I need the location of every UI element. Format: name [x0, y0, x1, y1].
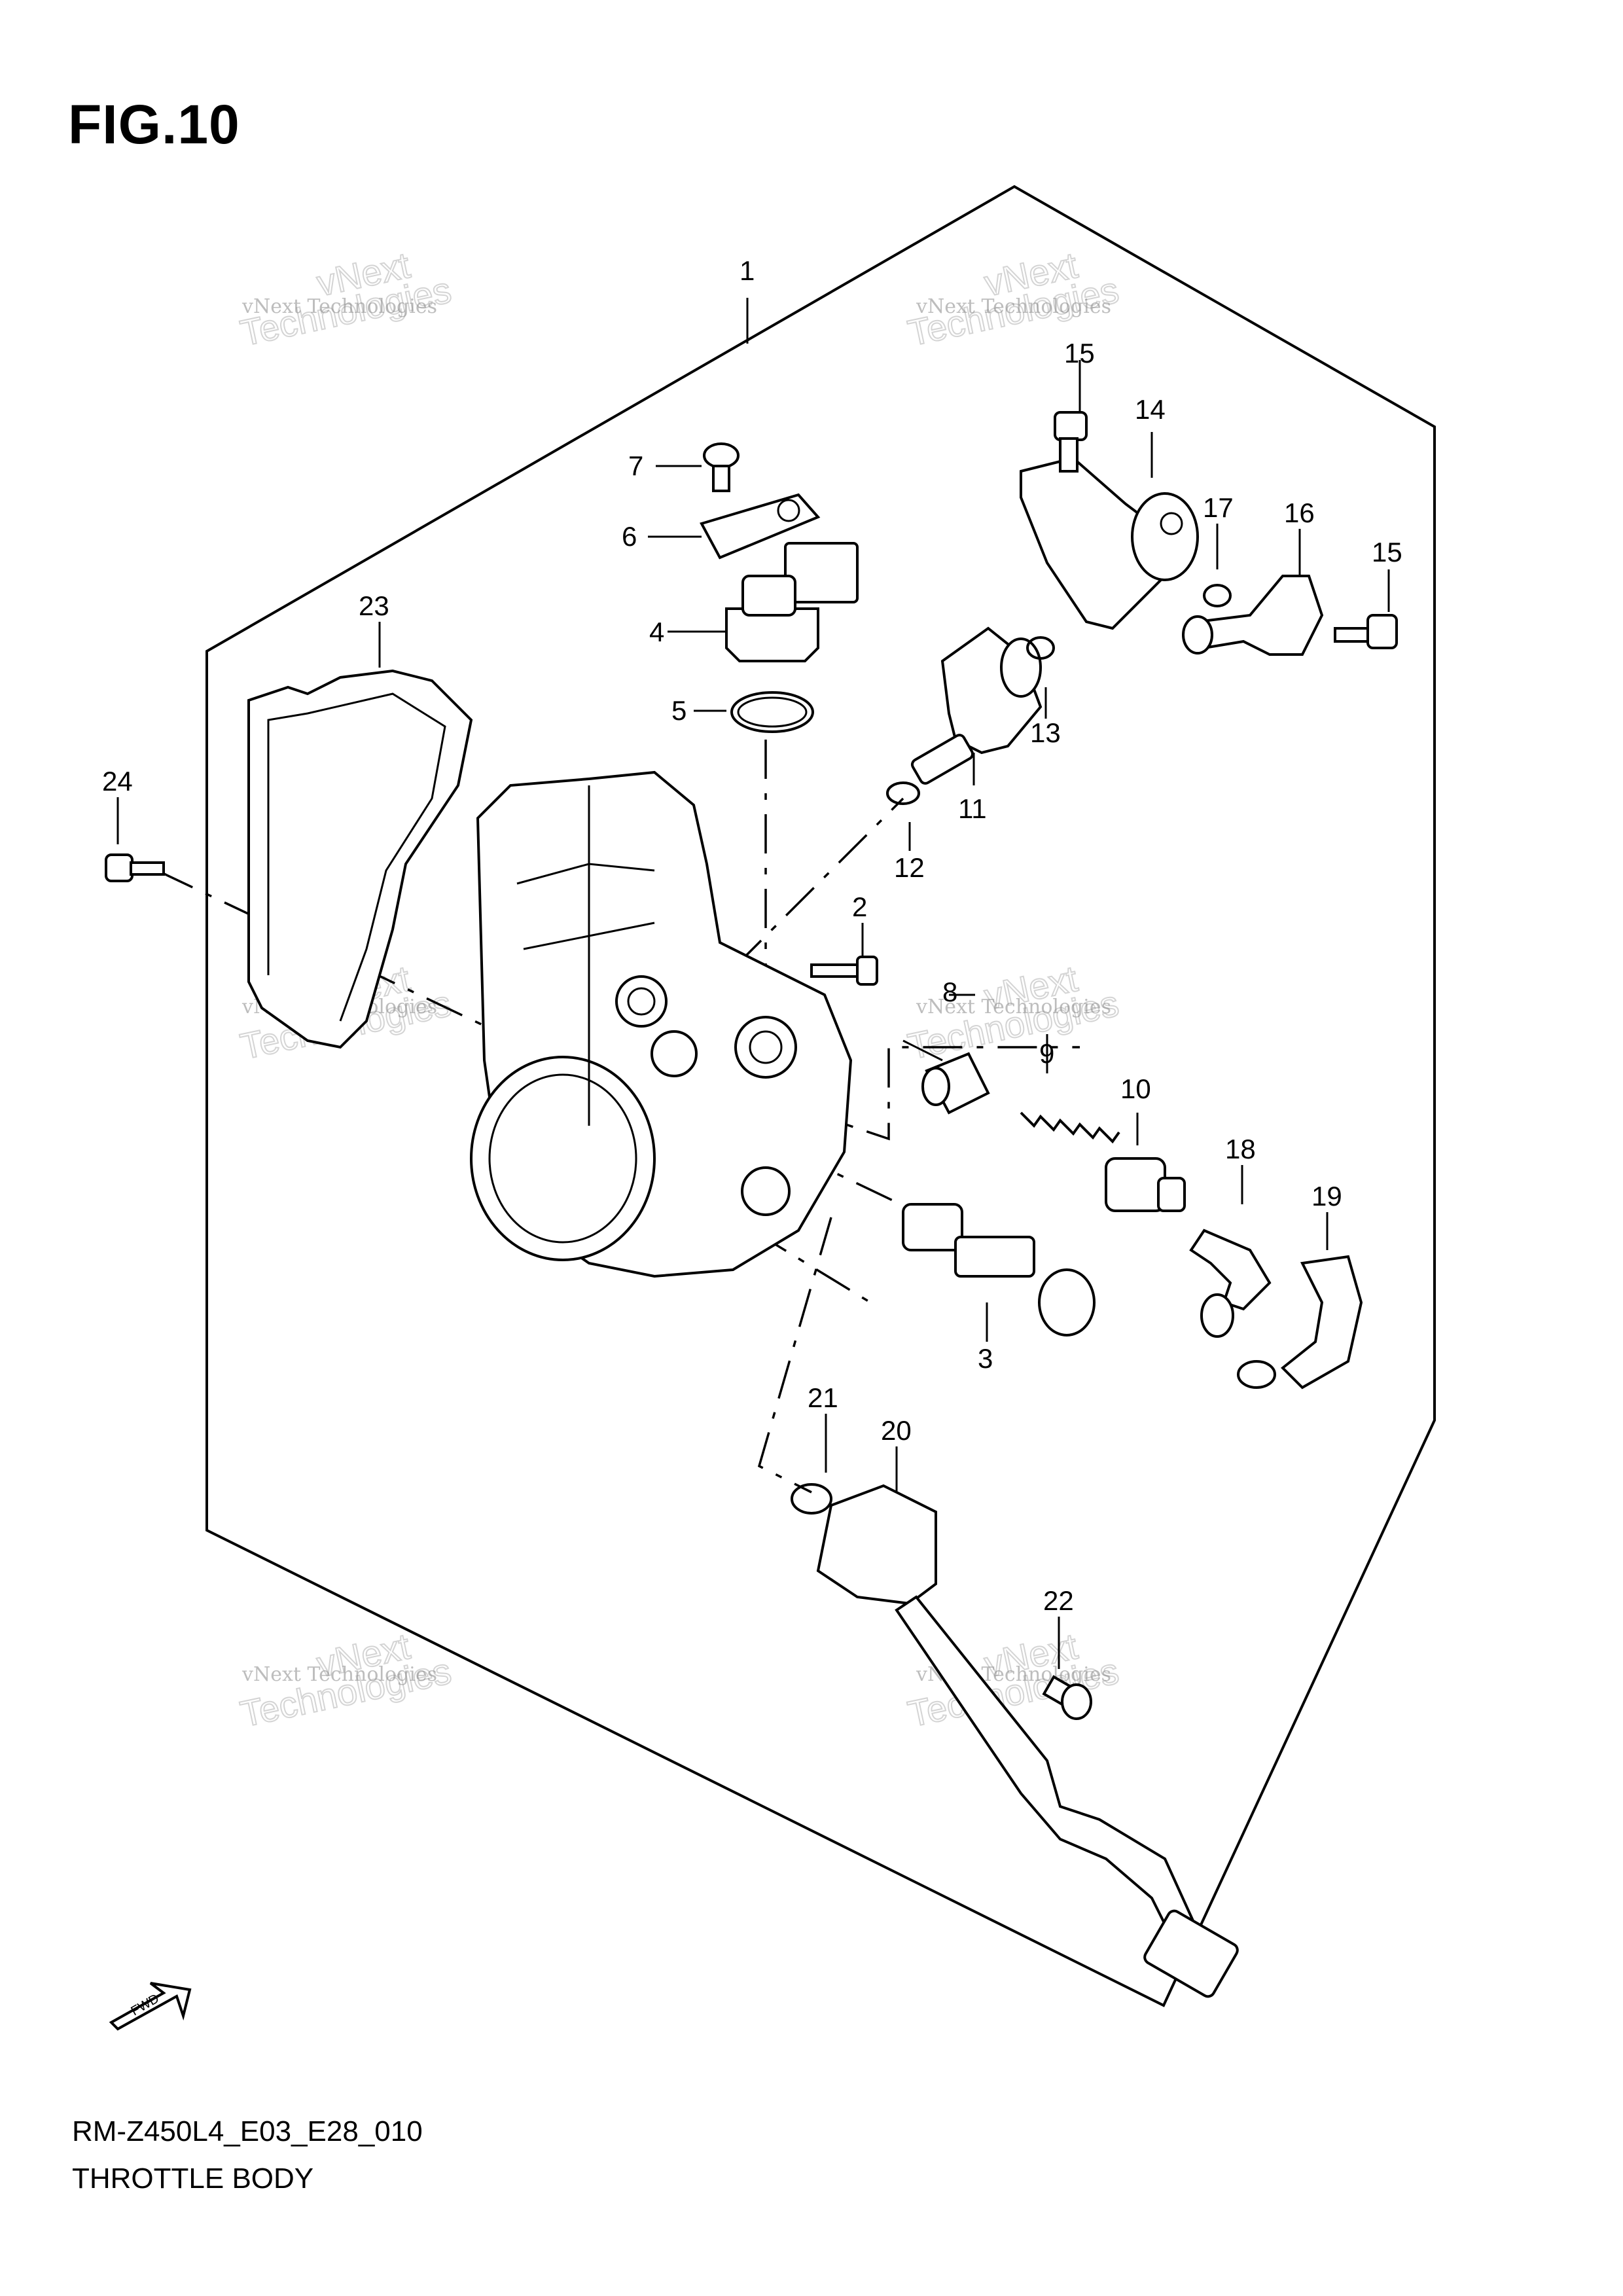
part-18-hose: [1189, 1229, 1272, 1338]
part-number-label: 4: [649, 617, 664, 647]
part-5-o-ring: [730, 691, 814, 733]
part-number-label: 8: [942, 977, 957, 1007]
part-8-plunger: [921, 1052, 990, 1115]
fwd-arrow: FWD: [109, 1982, 192, 2031]
part-10-nut: [1105, 1157, 1186, 1212]
diagram-code: RM-Z450L4_E03_E28_010: [72, 2115, 423, 2147]
part-number-label: 13: [1030, 717, 1061, 748]
part-number-label: 19: [1311, 1181, 1342, 1211]
part-number-label: 10: [1120, 1073, 1151, 1104]
part-14-pipe-bracket: [1020, 456, 1199, 630]
part-16-pipe: [1182, 575, 1324, 656]
part-4-sensor: [725, 542, 859, 662]
part-number-label: 9: [1039, 1038, 1054, 1069]
part-13-o-ring: [1026, 636, 1055, 660]
part-17-o-ring: [1203, 584, 1232, 607]
watermark-text: vNext Technologies: [241, 1663, 437, 1686]
part-23-cover: [247, 669, 473, 1049]
figure-title: FIG.10: [68, 94, 240, 155]
part-number-labels: 1 2 3 4 5 6 7 8 9 10 11 12 13 14 15 15 1…: [102, 255, 1402, 1616]
part-22-screw: [1042, 1675, 1092, 1720]
part-number-label: 12: [894, 852, 925, 883]
part-15-bolt-top: [1054, 411, 1088, 473]
part-15-bolt-right: [1334, 614, 1398, 649]
diagram-name: THROTTLE BODY: [72, 2162, 314, 2195]
part-number-label: 7: [628, 450, 643, 481]
part-number-label: 22: [1043, 1585, 1074, 1616]
part-number-label: 18: [1225, 1134, 1256, 1164]
part-number-label: 24: [102, 766, 133, 797]
part-number-label: 20: [881, 1415, 912, 1446]
part-6-plate: [700, 493, 821, 560]
part-21-o-ring: [791, 1483, 832, 1515]
part-number-label: 23: [359, 590, 389, 621]
part-11-injector: [910, 626, 1043, 785]
part-number-label: 14: [1135, 394, 1166, 425]
assembly-boundary: [205, 185, 1436, 2007]
part-24-bolt: [105, 853, 165, 882]
part-number-label: 17: [1203, 492, 1234, 523]
part-number-label: 16: [1284, 497, 1315, 528]
watermark-text: vNext Technologies: [916, 295, 1111, 318]
part-number-label: 3: [978, 1343, 993, 1374]
part-number-label: 5: [671, 695, 687, 726]
part-number-label: 15: [1064, 338, 1095, 368]
watermark-text: vNext Technologies: [241, 295, 437, 318]
part-number-label: 15: [1372, 537, 1402, 567]
part-9-spring: [1020, 1111, 1120, 1144]
watermark-text: vNext Technologies: [916, 996, 1111, 1018]
part-number-label: 6: [622, 521, 637, 552]
part-12-o-ring: [886, 781, 920, 805]
part-19-elbow-hose: [1237, 1255, 1363, 1390]
part-7-screw: [703, 442, 740, 492]
part-3-adjust-screw: [902, 1203, 1096, 1336]
leader-lines: [116, 298, 1390, 1669]
part-number-label: 21: [808, 1382, 838, 1413]
part-1-throttle-body: [470, 770, 853, 1278]
part-20-sensor: [816, 1484, 1239, 1998]
part-2-screw: [810, 956, 878, 986]
part-number-label: 2: [852, 891, 867, 922]
part-number-label: 1: [740, 255, 755, 286]
part-number-label: 11: [958, 793, 987, 824]
